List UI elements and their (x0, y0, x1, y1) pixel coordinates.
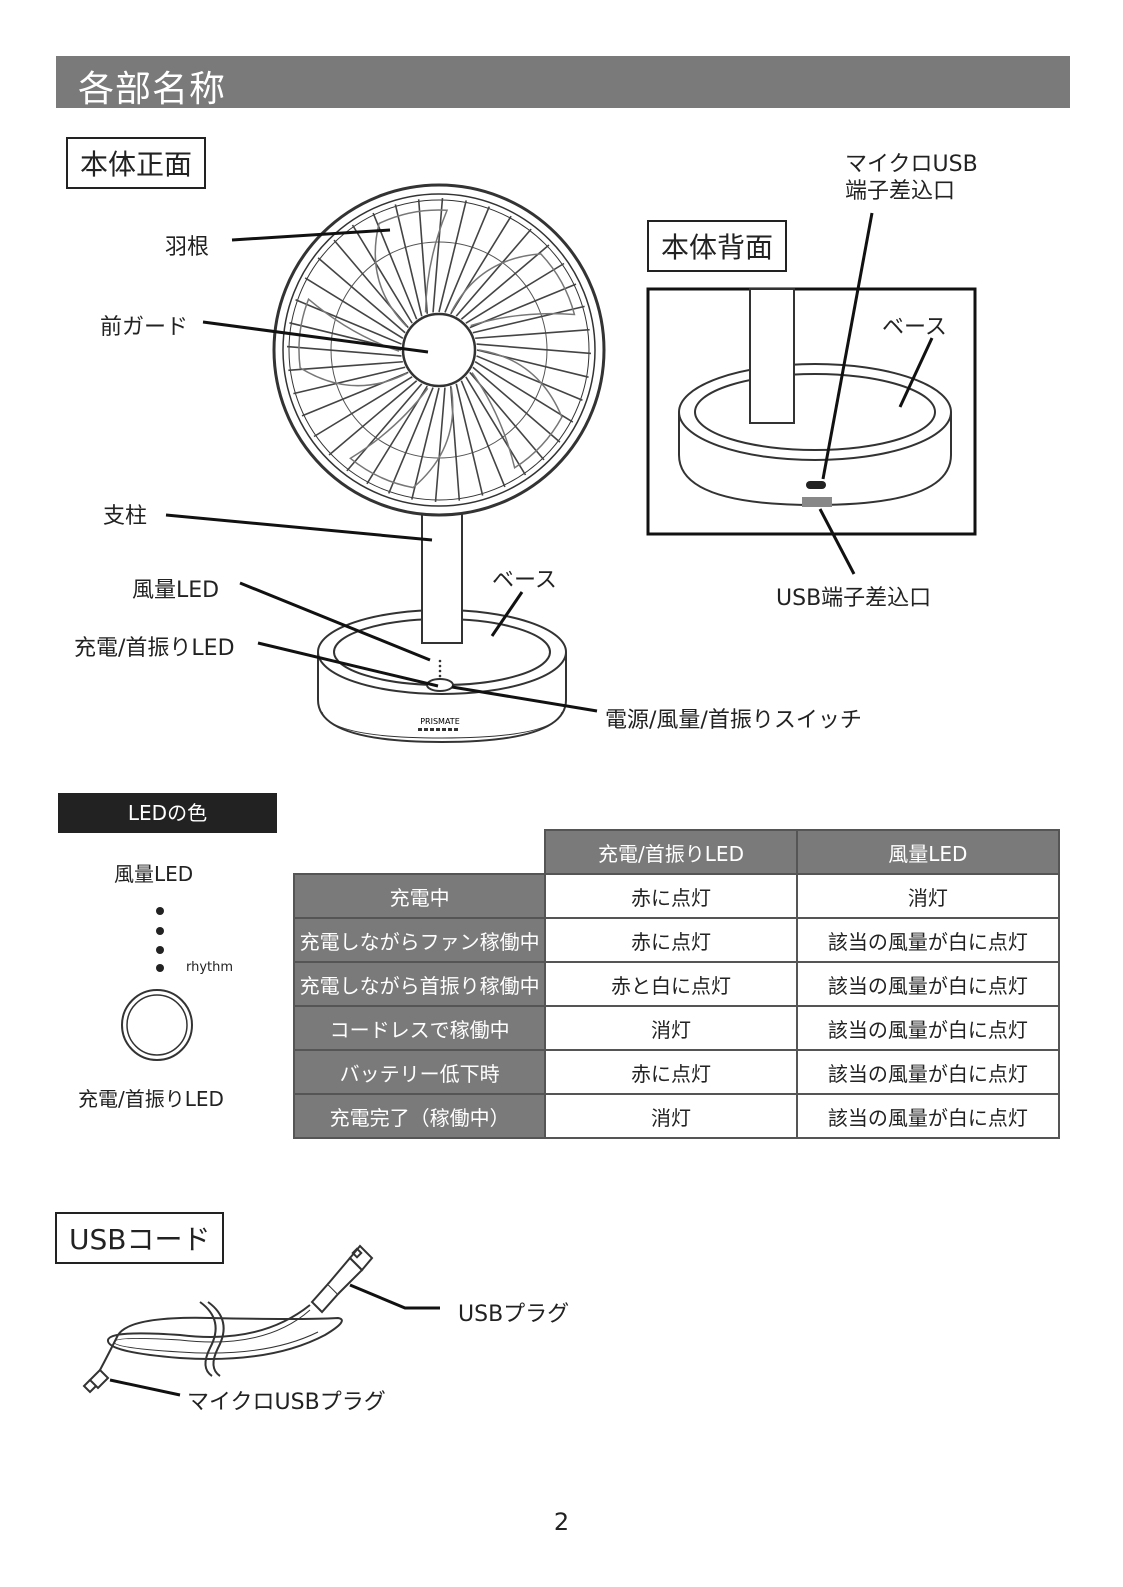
label-front-guard: 前ガード (100, 315, 189, 340)
table-row: 充電完了（稼働中） 消灯 該当の風量が白に点灯 (292, 1093, 1061, 1139)
label-usb-port: USB端子差込口 (776, 586, 932, 611)
led-table: 充電/首振りLED 風量LED 充電中 赤に点灯 消灯 充電しながらファン稼働中… (292, 829, 1061, 1139)
label-base-front: ベース (492, 568, 557, 593)
label-micro-usb-line2: 端子差込口 (845, 179, 956, 204)
wind-led-dots (438, 659, 442, 678)
usb-cord-illustration (82, 1244, 440, 1397)
led-table-header: 充電/首振りLED 風量LED (294, 829, 1061, 875)
page-title: 各部名称 (78, 69, 227, 110)
label-micro-usb-port: マイクロUSB 端子差込口 (845, 151, 978, 205)
brand-text: PRISMATE (420, 717, 460, 726)
label-base-back: ベース (882, 315, 947, 340)
row-charge: 赤に点灯 (544, 917, 798, 963)
row-state: 充電中 (292, 873, 547, 919)
row-charge: 赤に点灯 (544, 1049, 798, 1095)
usb-port (802, 497, 832, 507)
table-row: 充電中 赤に点灯 消灯 (292, 873, 1061, 919)
row-charge: 消灯 (544, 1093, 798, 1139)
label-micro-usb-line1: マイクロUSB (845, 152, 978, 177)
led-diagram-wind-label: 風量LED (114, 862, 194, 886)
back-pole (749, 288, 795, 424)
back-leader-lines (818, 212, 934, 575)
table-row: 充電しながらファン稼働中 赤に点灯 該当の風量が白に点灯 (292, 917, 1061, 963)
front-leader-lines (165, 228, 598, 713)
fan-head (272, 183, 606, 517)
label-switch: 電源/風量/首振りスイッチ (605, 708, 862, 733)
col-charge-led: 充電/首振りLED (544, 829, 798, 875)
led-table-corner (294, 830, 545, 874)
fan-blades (298, 209, 576, 489)
row-wind: 該当の風量が白に点灯 (795, 917, 1061, 963)
row-wind: 該当の風量が白に点灯 (795, 1005, 1061, 1051)
table-row: 充電しながら首振り稼働中 赤と白に点灯 該当の風量が白に点灯 (292, 961, 1061, 1007)
label-usb-plug: USBプラグ (458, 1302, 570, 1327)
led-diagram (121, 907, 193, 1061)
led-colors-header: LEDの色 (58, 793, 277, 833)
col-wind-led: 風量LED (795, 829, 1061, 875)
front-view-label: 本体正面 (66, 137, 207, 189)
table-row: コードレスで稼働中 消灯 該当の風量が白に点灯 (292, 1005, 1061, 1051)
back-base (678, 363, 952, 507)
label-pole: 支柱 (103, 504, 148, 529)
led-diagram-charge-label: 充電/首振りLED (78, 1087, 224, 1111)
label-micro-usb-plug: マイクロUSBプラグ (187, 1390, 386, 1415)
row-state: バッテリー低下時 (292, 1049, 547, 1095)
row-state: 充電完了（稼働中） (292, 1093, 547, 1139)
title-bar: 各部名称 (56, 56, 1070, 110)
power-switch (426, 678, 454, 692)
row-charge: 赤に点灯 (544, 873, 798, 919)
led-rhythm-label: rhythm (186, 960, 234, 975)
page-number: 2 (553, 1508, 570, 1536)
label-blade: 羽根 (165, 235, 210, 260)
front-fan-illustration: PRISMATE (165, 183, 977, 744)
row-wind: 該当の風量が白に点灯 (795, 1049, 1061, 1095)
usb-cord-label: USBコード (55, 1212, 225, 1264)
table-row: バッテリー低下時 赤に点灯 該当の風量が白に点灯 (292, 1049, 1061, 1095)
row-wind: 該当の風量が白に点灯 (795, 1093, 1061, 1139)
row-state: 充電しながら首振り稼働中 (292, 961, 547, 1007)
row-wind: 該当の風量が白に点灯 (795, 961, 1061, 1007)
brand-marks (418, 728, 458, 731)
row-wind: 消灯 (795, 873, 1061, 919)
row-charge: 赤と白に点灯 (544, 961, 798, 1007)
row-state: コードレスで稼働中 (292, 1005, 547, 1051)
label-charge-led: 充電/首振りLED (74, 636, 235, 661)
row-state: 充電しながらファン稼働中 (292, 917, 547, 963)
back-view-label: 本体背面 (647, 220, 788, 272)
row-charge: 消灯 (544, 1005, 798, 1051)
label-wind-led: 風量LED (132, 578, 220, 603)
micro-usb-port (806, 481, 826, 489)
